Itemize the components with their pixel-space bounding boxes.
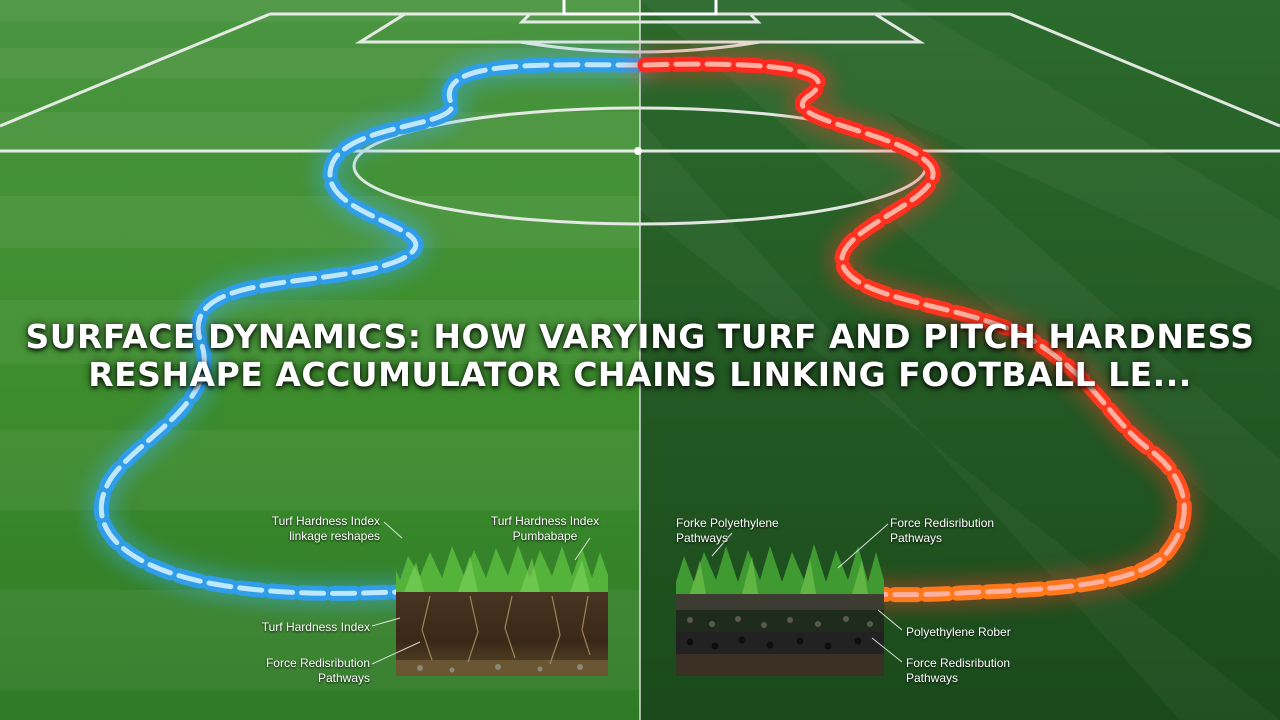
natural-grass-blades [396, 545, 608, 592]
natural-callout-top-right: Turf Hardness Index Pumbabape [490, 514, 600, 543]
artificial-turf-chain [630, 49, 1200, 610]
artificial-callout-mid-right: Polyethylene Rober [906, 625, 1011, 639]
natural-grass-chain [86, 49, 655, 609]
callout-leader-lines [371, 521, 903, 665]
artificial-callout-bottom-right: Force Redisribution Pathways [906, 656, 1011, 685]
headline: SURFACE DYNAMICS: HOW VARYING TURF AND P… [0, 318, 1280, 394]
artificial-callout-top-right: Force Redisribution Pathways [890, 516, 995, 545]
mowing-stripes [0, 0, 640, 690]
headline-line-1: SURFACE DYNAMICS: HOW VARYING TURF AND P… [25, 317, 1255, 356]
centre-spot [634, 147, 642, 155]
artificial-callout-top-left: Forke Polyethylene Pathways [676, 516, 779, 545]
artificial-turf-blades [676, 544, 884, 594]
artificial-turf-layer-block [676, 544, 884, 676]
natural-callout-bottom-left: Force Redisribution Pathways [265, 656, 370, 685]
natural-callout-top-left: Turf Hardness Index linkage reshapes [271, 514, 380, 543]
headline-line-2: RESHAPE ACCUMULATOR CHAINS LINKING FOOTB… [88, 355, 1192, 394]
natural-callout-mid-left: Turf Hardness Index [261, 620, 370, 634]
goal [562, 0, 718, 16]
natural-grass-soil-block [396, 545, 608, 676]
